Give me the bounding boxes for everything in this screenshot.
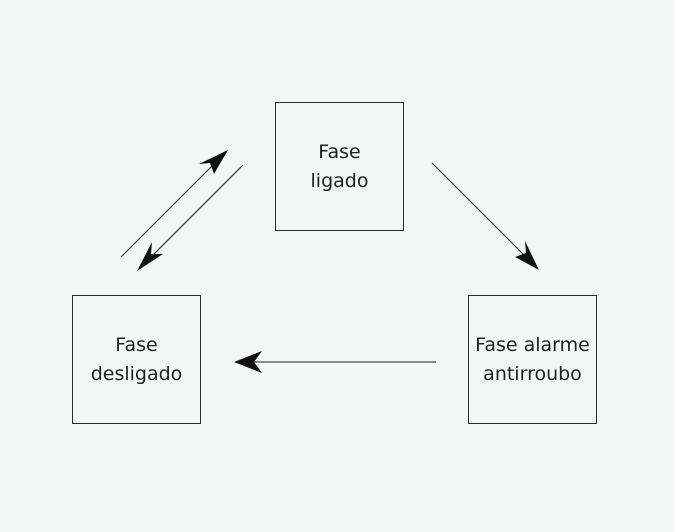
arrowhead-icon [234, 351, 262, 373]
state-label-line-2: ligado [310, 169, 369, 192]
state-label-line-2: desligado [90, 362, 183, 385]
state-label-line-2: antirroubo [483, 362, 582, 385]
arrowhead-icon [137, 242, 163, 271]
state-label-line-1: Fase alarme [475, 333, 590, 356]
arrowhead-icon [199, 150, 228, 174]
arrow-alarme-to-desligado [234, 351, 436, 373]
arrow-ligado-to-desligado [137, 164, 244, 271]
state-box-ligado: Fase ligado [275, 102, 404, 231]
arrow-desligado-to-ligado [120, 150, 228, 258]
state-box-desligado: Fase desligado [72, 295, 201, 424]
state-label-line-1: Fase [318, 140, 361, 163]
arrowhead-icon [515, 241, 539, 270]
state-label-line-1: Fase [115, 333, 158, 356]
state-box-alarme: Fase alarme antirroubo [468, 295, 597, 424]
arrow-ligado-to-alarme [431, 162, 539, 270]
